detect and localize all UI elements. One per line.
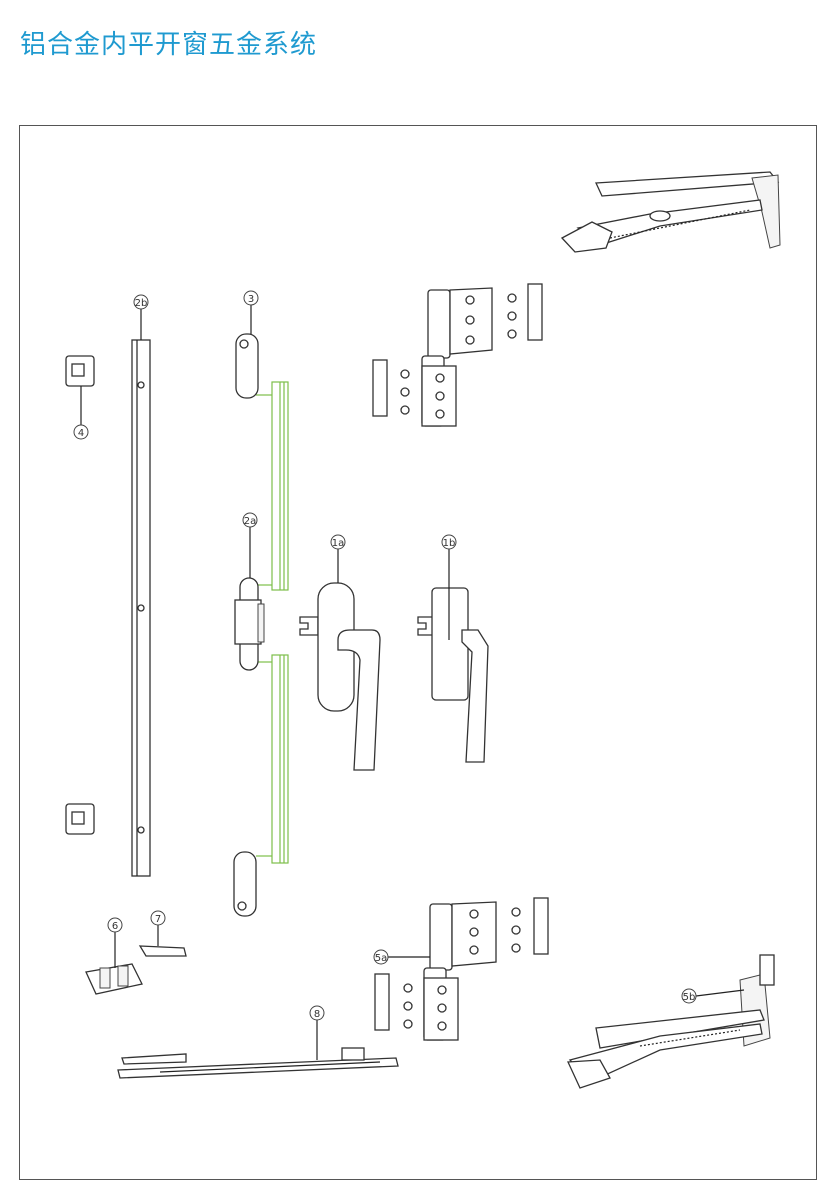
component-6 — [85, 963, 143, 995]
diagram-frame — [19, 125, 817, 1180]
svg-text:3: 3 — [248, 294, 254, 305]
handle-1a — [299, 582, 381, 771]
svg-text:8: 8 — [314, 1009, 320, 1020]
label-5a: 5a — [373, 949, 389, 965]
hinge-bottom — [374, 897, 549, 1041]
label-5b: 5b — [681, 988, 697, 1004]
label-4: 4 — [73, 424, 89, 440]
locking-point-3 — [233, 333, 259, 917]
label-2b: 2b — [133, 294, 149, 310]
svg-text:1a: 1a — [332, 538, 345, 549]
svg-text:2b: 2b — [135, 298, 148, 309]
label-2a: 2a — [242, 512, 258, 528]
label-6: 6 — [107, 917, 123, 933]
green-rod-upper — [256, 381, 289, 591]
page-title: 铝合金内平开窗五金系统 — [20, 30, 318, 60]
leader-lines — [80, 305, 745, 1060]
svg-text:1b: 1b — [443, 538, 456, 549]
transmission-rod-2b — [131, 339, 151, 877]
svg-text:6: 6 — [112, 921, 118, 932]
hinge-top — [372, 283, 543, 427]
svg-text:5b: 5b — [683, 992, 696, 1003]
keeper-4 — [65, 355, 95, 835]
label-3: 3 — [243, 290, 259, 306]
svg-text:5a: 5a — [375, 953, 388, 964]
label-8: 8 — [309, 1005, 325, 1021]
svg-text:4: 4 — [78, 428, 84, 439]
component-7 — [138, 945, 187, 957]
label-1a: 1a — [330, 534, 346, 550]
gearbox-2a — [234, 577, 265, 671]
svg-text:2a: 2a — [244, 516, 257, 527]
svg-text:7: 7 — [155, 914, 161, 925]
friction-stay-top — [560, 171, 781, 253]
label-1b: 1b — [441, 534, 457, 550]
corner-drive-8 — [117, 1047, 399, 1079]
handle-1b — [417, 587, 489, 763]
label-7: 7 — [150, 910, 166, 926]
friction-stay-bottom — [567, 954, 775, 1089]
green-rod-lower — [256, 654, 289, 864]
